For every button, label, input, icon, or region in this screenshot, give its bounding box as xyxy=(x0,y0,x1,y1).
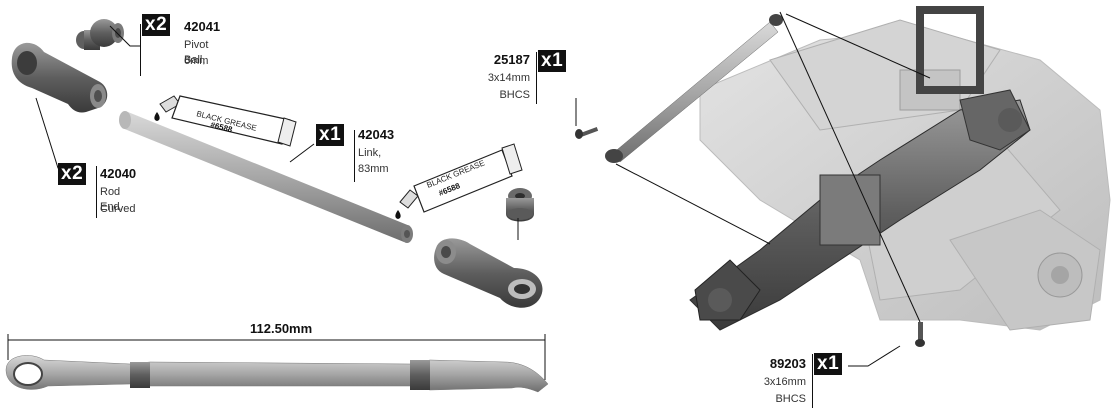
rod-end-curved-part xyxy=(11,42,108,113)
front-axle xyxy=(689,6,1031,331)
link-part xyxy=(119,111,413,243)
part-description-line-1: 3x14mm xyxy=(487,72,530,84)
part-number: 42043 xyxy=(358,127,395,142)
installed-link xyxy=(605,14,783,163)
assembled-link xyxy=(5,355,549,393)
part-description-line-2: Curved xyxy=(100,203,136,215)
dimension-label: 112.50mm xyxy=(250,321,313,336)
pivot-ball-small xyxy=(506,188,534,222)
quantity-badge: x1 xyxy=(316,124,345,146)
leader-lines-right xyxy=(575,11,931,367)
quantity-badge: x2 xyxy=(142,14,171,36)
quantity-badge: x2 xyxy=(58,163,87,185)
grease-tube-1: BLACK GREASE #6588 xyxy=(154,95,297,147)
pivot-ball-part xyxy=(76,19,124,50)
part-description-line-1: 3x16mm xyxy=(763,376,806,388)
part-number: 89203 xyxy=(769,356,806,371)
part-number: 25187 xyxy=(493,52,530,67)
quantity-badge: x1 xyxy=(814,353,843,375)
callout-divider xyxy=(354,130,355,182)
screw-25187-part xyxy=(575,127,599,139)
callout-divider xyxy=(536,52,537,104)
quantity-badge: x1 xyxy=(538,50,567,72)
dimension-line xyxy=(7,334,546,380)
part-number: 42040 xyxy=(100,166,137,181)
part-description-line-1: Link, xyxy=(358,147,382,159)
part-description-line-2: 83mm xyxy=(358,163,389,175)
callout-divider xyxy=(812,354,813,408)
callout-divider xyxy=(96,166,97,218)
part-description-line-2: 6mm xyxy=(184,55,209,67)
rod-end-right-part xyxy=(434,238,543,308)
part-description-line-1: Pivot Ball, xyxy=(184,39,209,66)
screw-89203-part xyxy=(915,322,925,347)
part-description-line-2: BHCS xyxy=(775,393,806,405)
callout-divider xyxy=(140,24,141,76)
part-number: 42041 xyxy=(184,19,221,34)
part-description-line-1: Rod End, xyxy=(100,186,123,213)
grease-tube-2: BLACK GREASE #6588 xyxy=(395,143,523,219)
part-description-line-2: BHCS xyxy=(499,89,530,101)
